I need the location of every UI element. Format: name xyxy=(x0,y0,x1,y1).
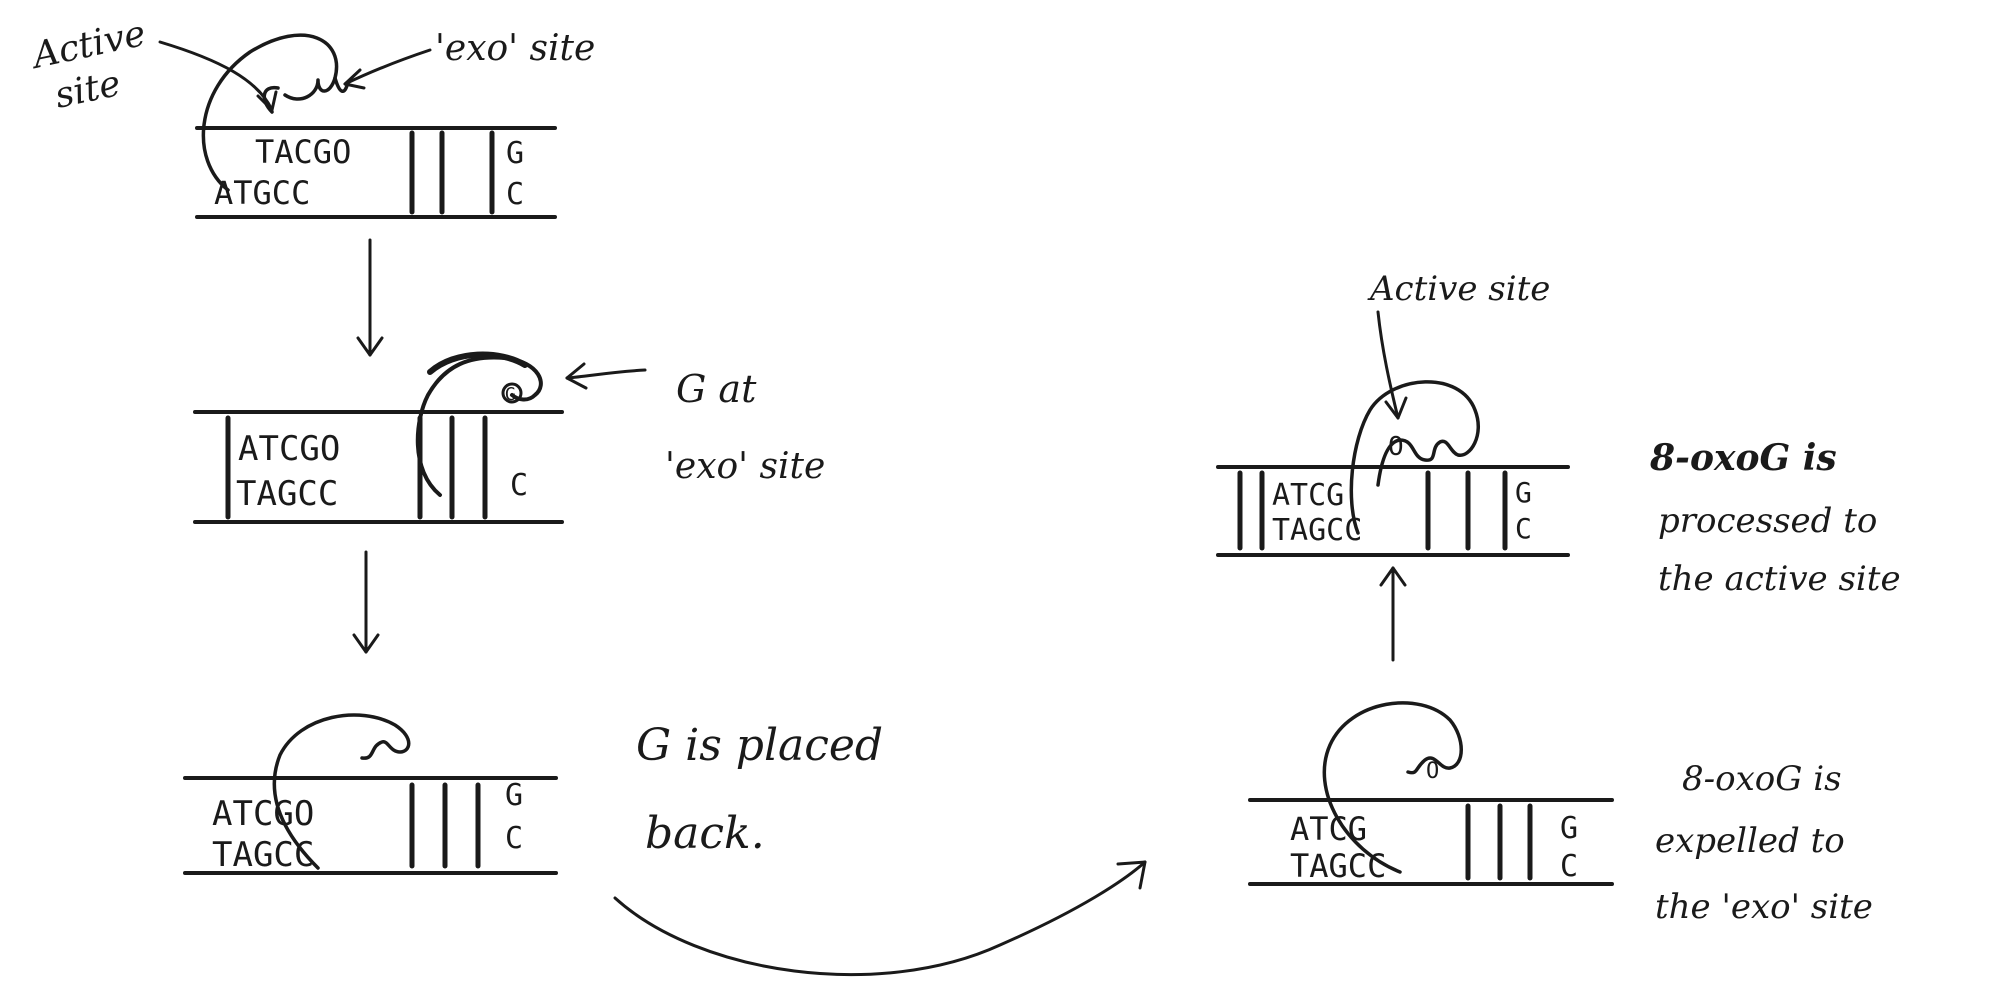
bottom-right-base: C xyxy=(510,468,528,503)
top-strand-sequence: ATCGO xyxy=(212,794,314,834)
panel-1-labels: Active site 'exo' site xyxy=(26,13,595,117)
g-at-exo-pointer-arrow xyxy=(565,368,647,380)
arrowhead xyxy=(565,362,588,390)
bottom-right-base: C xyxy=(1560,849,1578,884)
panel-4-labels: 8-oxoG is expelled to the 'exo' site xyxy=(1655,759,1873,927)
polymerase-finger xyxy=(1322,701,1463,874)
processed-label-line3: the active site xyxy=(1658,559,1901,599)
top-strand-sequence: ATCGO xyxy=(238,429,340,469)
arrow-step-1-to-2 xyxy=(356,238,384,357)
g-placed-back-label-line1: G is placed xyxy=(636,720,883,771)
placed-back-labels: G is placed back. xyxy=(636,720,883,859)
bottom-right-base: C xyxy=(505,821,523,856)
expelled-label-line2: expelled to xyxy=(1655,821,1845,861)
top-right-base: G xyxy=(506,136,524,171)
active-site-pointer-arrow-right xyxy=(1376,310,1400,420)
active-site-label-line1: Active xyxy=(26,13,149,77)
bottom-strand-sequence: ATGCC xyxy=(214,174,310,212)
dna-panel-5: ATCG TAGCC G C O xyxy=(1216,380,1570,557)
processed-label-line1: 8-oxoG is xyxy=(1649,437,1837,479)
g-at-exo-label-line1: G at xyxy=(676,367,757,411)
bottom-strand-sequence: TAGCC xyxy=(1272,513,1362,548)
exo-site-pointer-arrow xyxy=(343,48,432,86)
g-placed-back-label-line2: back. xyxy=(645,808,765,859)
processed-label-line2: processed to xyxy=(1658,501,1877,541)
bottom-strand-sequence: TAGCC xyxy=(1290,847,1386,885)
panel-5-labels: Active site 8-oxoG is processed to the a… xyxy=(1367,269,1901,599)
top-right-base: G xyxy=(1515,476,1532,509)
panel-2-labels: G at 'exo' site xyxy=(565,362,825,487)
dna-panel-2: ATCGO TAGCC C G xyxy=(193,351,564,524)
exo-bound-lesion: O xyxy=(1426,759,1439,784)
dna-panel-3: ATCGO TAGCC G C xyxy=(183,713,558,875)
top-right-base: G xyxy=(1560,811,1578,846)
bottom-right-base: C xyxy=(1515,512,1532,545)
arrowhead xyxy=(256,90,278,112)
polymerase-finger-thick xyxy=(427,351,528,375)
bottom-strand-sequence: TAGCC xyxy=(212,835,314,875)
bottom-right-base: C xyxy=(506,177,524,212)
exo-site-label: 'exo' site xyxy=(435,28,595,69)
dna-panel-1: TACGO ATGCC G C xyxy=(195,33,557,219)
arrow-step-4-to-5 xyxy=(1379,566,1407,662)
polymerase-finger xyxy=(272,713,411,870)
exo-bound-base: G xyxy=(505,384,516,405)
active-site-label-right: Active site xyxy=(1367,269,1550,309)
polymerase-finger xyxy=(1349,380,1481,535)
dna-panel-4: ATCG TAGCC G C O xyxy=(1248,701,1614,886)
exo-site-pocket xyxy=(501,382,523,404)
top-right-base: G xyxy=(505,778,523,813)
bottom-strand-sequence: TAGCC xyxy=(236,474,338,514)
active-site-pointer-arrow xyxy=(158,40,274,112)
g-at-exo-label-line2: 'exo' site xyxy=(665,446,825,487)
expelled-label-line1: 8-oxoG is xyxy=(1682,759,1842,799)
arrow-step-3-to-4 xyxy=(613,860,1147,977)
top-strand-sequence: ATCG xyxy=(1272,478,1344,513)
expelled-label-line3: the 'exo' site xyxy=(1655,887,1873,927)
active-site-lesion: O xyxy=(1388,432,1404,462)
arrow-step-2-to-3 xyxy=(352,550,380,654)
top-strand-sequence: TACGO xyxy=(255,133,351,171)
arrowhead xyxy=(1384,396,1408,420)
arrowhead xyxy=(343,68,366,90)
